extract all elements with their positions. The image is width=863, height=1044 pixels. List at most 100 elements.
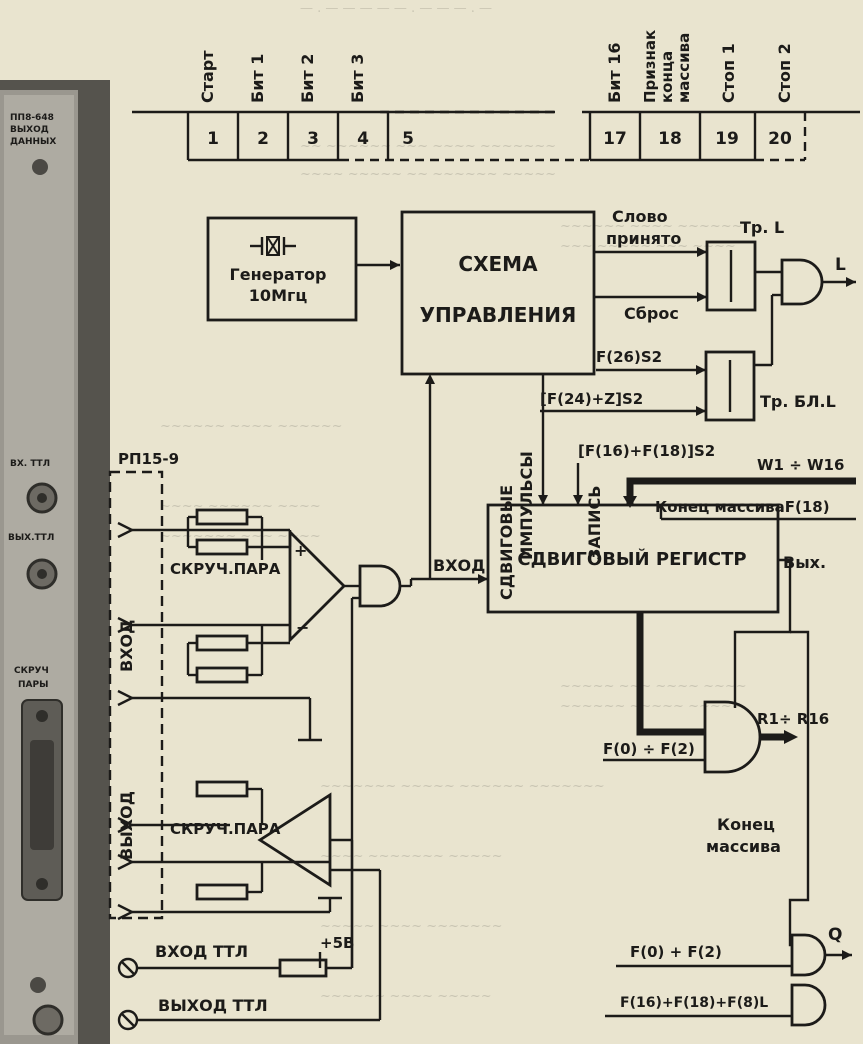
svg-text:~~~~~ ~~~ ~~~~ ~~~~: ~~~~~ ~~~ ~~~~ ~~~~ bbox=[560, 679, 747, 694]
label-vyhod-ttl: ВЫХОД ТТЛ bbox=[158, 996, 268, 1015]
label-prinyato: принято bbox=[606, 229, 681, 248]
svg-text:~~~~~~~ ~~~~~ ~~~~~~ ~~~~~~~: ~~~~~~~ ~~~~~ ~~~~~~ ~~~~~~~ bbox=[320, 779, 605, 794]
arrow-head-icon bbox=[842, 950, 852, 960]
frame-header: Стоп 1 bbox=[719, 43, 738, 103]
label-tr-l: Тр. L bbox=[740, 218, 784, 237]
arrow-head-icon bbox=[573, 495, 583, 505]
label-pair-1: СКРУЧ.ПАРА bbox=[170, 560, 281, 578]
label-rp15: РП15-9 bbox=[118, 450, 179, 468]
generator-block: Генератор 10Мгц bbox=[208, 218, 356, 320]
panel-label-vh-ttl: ВХ. ТТЛ bbox=[10, 459, 50, 469]
label-f16: [F(16)+F(18)]S2 bbox=[578, 442, 715, 460]
arrow-head-icon bbox=[696, 406, 706, 416]
arrow-head-icon bbox=[696, 365, 706, 375]
svg-text:~~~~~~ ~~~~ ~~~~~: ~~~~~~ ~~~~ ~~~~~ bbox=[320, 989, 492, 1004]
panel-led-icon bbox=[32, 159, 48, 175]
arrow-head-icon bbox=[846, 277, 856, 287]
label-tr-bl: Тр. БЛ.L bbox=[760, 392, 836, 411]
resistor-icon bbox=[197, 782, 247, 796]
frame-header: конца bbox=[658, 51, 676, 103]
resistor-icon bbox=[197, 885, 247, 899]
cell-number: 18 bbox=[658, 129, 682, 149]
svg-text:~~~~ ~~~~~ ~~ ~~~~~~ ~~~~~: ~~~~ ~~~~~ ~~ ~~~~~~ ~~~~~ bbox=[300, 167, 556, 182]
control-label-1: СХЕМА bbox=[458, 252, 538, 276]
panel-label-pary: ПАРЫ bbox=[18, 680, 48, 690]
arrow-head-icon bbox=[784, 730, 798, 744]
label-vhod-ttl: ВХОД ТТЛ bbox=[155, 942, 248, 961]
frame-header: Бит 16 bbox=[605, 42, 624, 103]
label-sbros: Сброс bbox=[624, 304, 679, 323]
label-f16-f18-f8: F(16)+F(18)+F(8)L bbox=[620, 995, 768, 1011]
arrow-head-icon bbox=[478, 574, 488, 584]
and-gate-q: Q bbox=[792, 925, 852, 975]
cell-number: 17 bbox=[603, 129, 627, 149]
panel-label-top2: ВЫХОД bbox=[10, 125, 49, 135]
arrow-head-icon bbox=[538, 495, 548, 505]
driver-triangle-icon bbox=[260, 795, 330, 885]
arrow-head-icon bbox=[425, 374, 435, 384]
panel-knob-icon bbox=[34, 1006, 62, 1034]
bnc-pin-icon bbox=[37, 569, 47, 579]
screw-icon bbox=[36, 878, 48, 890]
label-plus5: +5В bbox=[320, 934, 354, 952]
label-f26: F(26)S2 bbox=[596, 348, 662, 366]
label-konec: Конец bbox=[717, 815, 775, 834]
plus-sign-icon: + bbox=[294, 541, 307, 560]
cell-number: 4 bbox=[357, 129, 369, 149]
front-panel-photo: ПП8-648 ВЫХОД ДАННЫХ ВХ. ТТЛ ВЫХ.ТТЛ СКР… bbox=[0, 80, 110, 1044]
label-slovo: Слово bbox=[612, 207, 668, 226]
frame-header: Бит 2 bbox=[298, 54, 317, 103]
frame-header: Стоп 2 bbox=[775, 43, 794, 103]
label-f0-f2-b: F(0) + F(2) bbox=[630, 943, 722, 961]
cell-number: 3 bbox=[307, 129, 319, 149]
frame-header: массива bbox=[675, 33, 693, 103]
frame-header: Бит 3 bbox=[348, 54, 367, 103]
minus-sign-icon: − bbox=[296, 618, 309, 637]
label-w-bus: W1 ÷ W16 bbox=[757, 456, 844, 474]
cell-number: 2 bbox=[257, 129, 269, 149]
arrow-head-icon bbox=[697, 292, 707, 302]
panel-label-skruch: СКРУЧ bbox=[14, 666, 49, 676]
cell-number: 19 bbox=[715, 129, 739, 149]
arrow-head-icon bbox=[390, 260, 400, 270]
resistor-icon bbox=[197, 636, 247, 650]
cell-number: 1 bbox=[207, 129, 219, 149]
cell-number: 20 bbox=[768, 129, 792, 149]
resistor-icon bbox=[197, 668, 247, 682]
label-sdvig-1: СДВИГОВЫЕ bbox=[497, 485, 516, 600]
connector-socket-icon bbox=[30, 740, 54, 850]
ttl-section: +5В ВХОД ТТЛ ВЫХОД ТТЛ bbox=[119, 934, 380, 1029]
svg-text:~~~~~ ~~~~ ~~~~~~~: ~~~~~ ~~~~ ~~~~~~~ bbox=[320, 919, 503, 934]
svg-text:~~~~~~ ~~~~ ~~~~~~: ~~~~~~ ~~~~ ~~~~~~ bbox=[160, 419, 343, 434]
frame-header: Признак bbox=[641, 30, 659, 103]
frame-header: Бит 1 bbox=[248, 54, 267, 103]
control-label-2: УПРАВЛЕНИЯ bbox=[420, 303, 577, 327]
label-massiva: массива bbox=[706, 837, 781, 856]
screw-icon bbox=[36, 710, 48, 722]
generator-freq: 10Мгц bbox=[249, 286, 308, 305]
cell-number: 5 bbox=[402, 129, 414, 149]
label-f24: [F(24)+Z]S2 bbox=[540, 390, 643, 408]
frame-header: Старт bbox=[198, 50, 217, 103]
panel-label-top3: ДАННЫХ bbox=[10, 137, 56, 147]
driver-section: СКРУЧ.ПАРА bbox=[118, 782, 352, 968]
svg-text:~~~~ ~~~~~~~ ~~~~~: ~~~~ ~~~~~~~ ~~~~~ bbox=[320, 849, 503, 864]
generator-label: Генератор bbox=[230, 265, 327, 284]
label-vhod: ВХОД bbox=[433, 556, 485, 575]
panel-label-vyh-ttl: ВЫХ.ТТЛ bbox=[8, 533, 54, 543]
shift-register-label: СДВИГОВЫЙ РЕГИСТР bbox=[517, 548, 746, 570]
receiver-section: СКРУЧ.ПАРА + − bbox=[118, 510, 360, 740]
bnc-pin-icon bbox=[37, 493, 47, 503]
label-konec-f18: Конец массиваF(18) bbox=[655, 498, 830, 516]
panel-led-icon bbox=[30, 977, 46, 993]
or-gate-input bbox=[352, 566, 411, 968]
and-gate-bottom bbox=[792, 985, 825, 1025]
panel-label-top1: ПП8-648 bbox=[10, 113, 54, 123]
svg-text:~~~~ ~~~~~~ ~~~~: ~~~~ ~~~~~~ ~~~~ bbox=[160, 499, 321, 514]
svg-text:— . — — — — — . — — — . —: — . — — — — — . — — — . — bbox=[300, 1, 492, 16]
label-r-bus: R1÷ R16 bbox=[757, 710, 829, 728]
label-pair-2: СКРУЧ.ПАРА bbox=[170, 820, 281, 838]
and-gate-l: L bbox=[755, 255, 856, 304]
control-block: СХЕМА УПРАВЛЕНИЯ bbox=[402, 212, 594, 374]
